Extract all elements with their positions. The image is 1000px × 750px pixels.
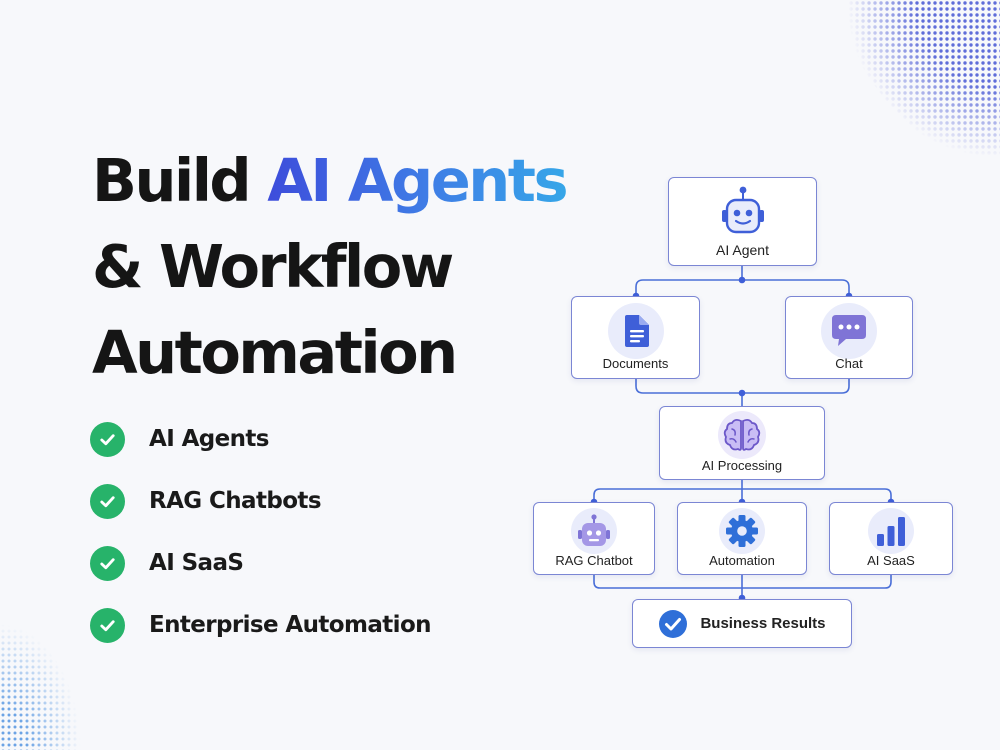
headline-line-1: Build AI Agents: [92, 138, 632, 224]
automation-node: Automation: [677, 502, 807, 575]
check-circle-icon: [659, 609, 688, 638]
ai-saas-node: AI SaaS: [829, 502, 953, 575]
feature-label: AI SaaS: [149, 550, 244, 576]
gear-icon: [726, 515, 758, 547]
check-circle-icon: [90, 483, 125, 519]
feature-item: AI SaaS: [90, 532, 431, 594]
chat-icon-badge: [821, 303, 877, 359]
robot-icon: [720, 185, 766, 242]
documents-icon-badge: [607, 303, 664, 359]
rag-icon-badge: [571, 508, 617, 554]
feature-item: AI Agents: [90, 408, 431, 470]
headline-highlight: AI Agents: [267, 146, 568, 215]
automation-icon-badge: [719, 508, 765, 554]
feature-item: RAG Chatbots: [90, 470, 431, 532]
headline-line-2: & Workflow: [92, 232, 454, 301]
check-circle-icon: [90, 607, 125, 643]
check-circle-icon: [90, 421, 125, 457]
ai-agent-node: AI Agent: [668, 177, 817, 266]
chat-node: Chat: [785, 296, 913, 379]
headline: Build AI Agents & Workflow Automation: [92, 138, 632, 396]
saas-icon-badge: [868, 508, 914, 554]
halftone-dots-bottom-left: [0, 610, 90, 750]
business-results-label: Business Results: [700, 615, 826, 632]
business-results-node: Business Results: [632, 599, 852, 648]
halftone-dots-top-right: [830, 0, 1000, 175]
document-icon: [624, 315, 649, 347]
documents-label: Documents: [602, 356, 669, 371]
rag-chatbot-node: RAG Chatbot: [533, 502, 655, 575]
feature-label: AI Agents: [149, 426, 269, 452]
feature-item: Enterprise Automation: [90, 594, 432, 656]
automation-label: Automation: [709, 553, 775, 568]
chat-bubble-icon: [832, 315, 866, 346]
documents-node: Documents: [571, 296, 700, 379]
chat-label: Chat: [835, 356, 863, 371]
bar-chart-icon: [877, 517, 905, 546]
brain-icon: [723, 418, 761, 451]
processing-icon-badge: [718, 411, 766, 459]
feature-label: Enterprise Automation: [149, 612, 432, 638]
feature-label: RAG Chatbots: [149, 488, 322, 514]
ai-saas-label: AI SaaS: [867, 553, 915, 568]
headline-plain: Build: [92, 146, 252, 215]
rag-chatbot-label: RAG Chatbot: [555, 553, 633, 568]
feature-list: AI Agents RAG Chatbots AI SaaS Enterpris…: [90, 408, 432, 656]
headline-line-3: Automation: [92, 318, 458, 387]
ai-processing-label: AI Processing: [701, 458, 783, 473]
ai-agent-label: AI Agent: [716, 242, 769, 258]
robot-icon: [578, 514, 610, 546]
ai-processing-node: AI Processing: [659, 406, 825, 480]
check-circle-icon: [90, 545, 125, 581]
